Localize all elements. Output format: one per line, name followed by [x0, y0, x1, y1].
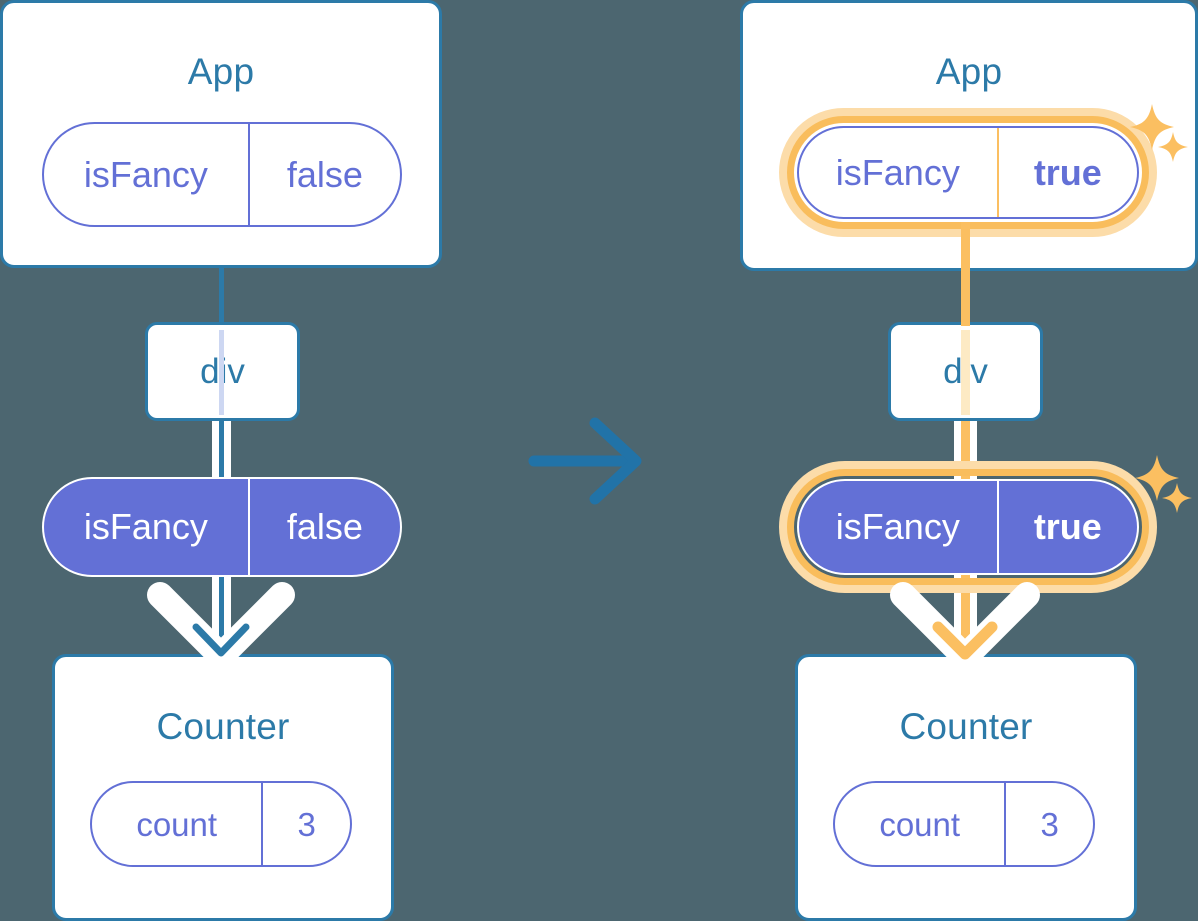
connector-through-div-before [219, 330, 224, 415]
prop-pill-before: isFancy false [42, 477, 402, 577]
connector-prop-to-counter-before [219, 566, 224, 666]
counter-title-before: Counter [156, 706, 290, 747]
prop-highlight-ring-after [787, 469, 1149, 585]
counter-state-pill-before: count 3 [90, 781, 352, 867]
app-title-before: App [187, 51, 255, 92]
app-state-value-after: true [996, 128, 1137, 217]
connector-app-to-div-before [219, 268, 224, 326]
connector-app-to-div-after [961, 222, 970, 326]
prop-value-after: true [996, 481, 1137, 573]
counter-state-value-before: 3 [261, 783, 350, 865]
connector-div-to-prop-before [219, 418, 224, 486]
counter-state-key-before: count [136, 805, 218, 843]
counter-state-value-after: 3 [1004, 783, 1093, 865]
prop-key-after: isFancy [835, 506, 960, 547]
counter-state-key-after: count [879, 805, 961, 843]
counter-title-after: Counter [899, 706, 1033, 747]
app-state-pill-before: isFancy false [42, 122, 402, 227]
app-state-pill-after: isFancy true [797, 126, 1139, 219]
counter-state-pill-after: count 3 [833, 781, 1095, 867]
connector-through-div-after [961, 330, 970, 415]
prop-key-before: isFancy [83, 506, 208, 547]
app-title-after: App [935, 51, 1003, 92]
app-state-key-after: isFancy [835, 151, 960, 193]
prop-value-before: false [247, 479, 400, 575]
prop-pill-after: isFancy true [797, 479, 1139, 575]
connector-div-to-prop-after [961, 418, 970, 486]
app-state-value-before: false [247, 124, 400, 225]
app-state-key-before: isFancy [83, 153, 208, 195]
